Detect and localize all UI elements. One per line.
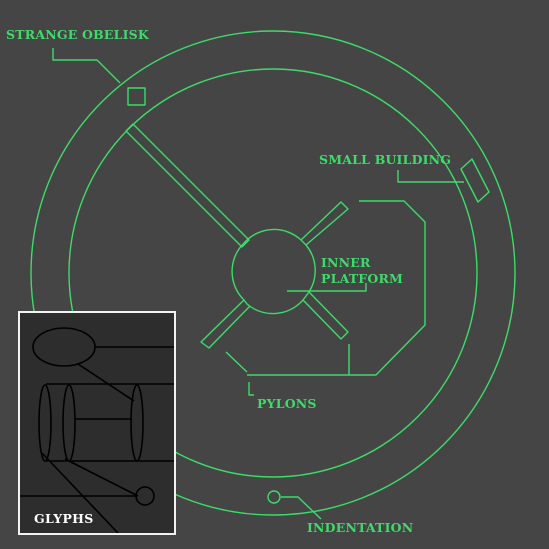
glyph-ring-right — [130, 384, 144, 462]
label-pylons: PYLONS — [257, 396, 317, 411]
strange-obelisk — [127, 87, 146, 106]
label-indentation: INDENTATION — [307, 520, 413, 535]
glyph-line-diagonal-top — [77, 363, 135, 402]
inner-platform — [231, 228, 316, 315]
leader-strange-obelisk — [52, 48, 121, 84]
glyph-line-diagonal-lower — [64, 458, 139, 497]
glyphs-label: GLYPHS — [34, 511, 94, 526]
leader-inner-platform — [287, 283, 367, 292]
glyph-line-diagonal-bottom — [41, 452, 119, 533]
outer-ring — [30, 30, 516, 516]
walkway-northwest — [125, 123, 250, 248]
indentation — [267, 490, 281, 504]
glyphs-inset: GLYPHS — [18, 311, 176, 535]
glyph-oval — [32, 327, 96, 367]
inner-ring — [68, 68, 478, 478]
leader-indentation — [281, 496, 322, 520]
pylon-arm-southwest — [200, 299, 251, 349]
label-inner-platform-line1: INNER — [321, 255, 371, 270]
pylon-arm-southeast — [302, 291, 349, 340]
leader-small-building — [397, 170, 464, 183]
glyph-dot — [135, 486, 155, 506]
leader-pylons — [248, 382, 254, 396]
glyph-ring-left — [38, 384, 52, 462]
label-small-building: SMALL BUILDING — [319, 152, 451, 167]
small-building — [460, 158, 490, 203]
label-inner-platform-line2: PLATFORM — [321, 271, 403, 286]
pylon-outline — [247, 200, 426, 376]
label-strange-obelisk: STRANGE OBELISK — [6, 27, 150, 42]
glyph-ring-middle — [62, 384, 76, 462]
pylon-marker-left — [225, 351, 248, 373]
pylon-arm-northeast — [300, 201, 349, 246]
glyph-drawing — [20, 327, 174, 533]
